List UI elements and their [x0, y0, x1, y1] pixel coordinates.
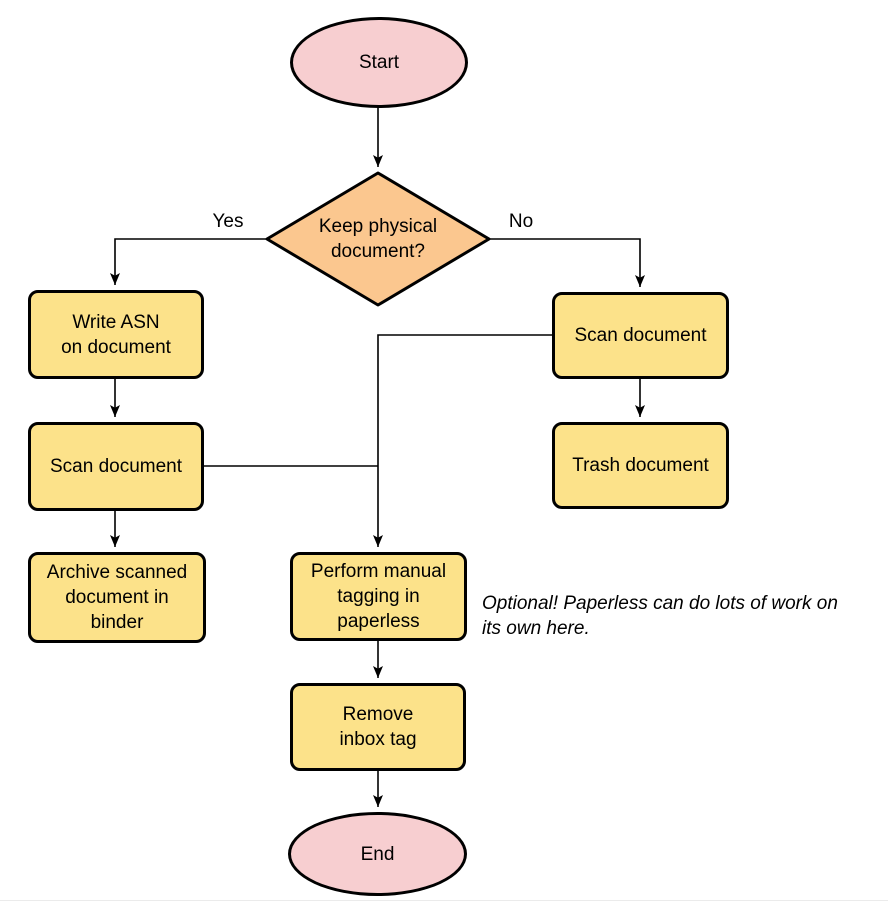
edge-label-yes: Yes: [212, 211, 244, 232]
node-decision-shape: [265, 171, 491, 307]
node-scan-document-right-label: Scan document: [574, 325, 707, 346]
edge-decision-no-to-scan-right: [489, 238, 645, 287]
node-decision-label-box: Keep physical document?: [288, 211, 468, 267]
bottom-divider: [0, 900, 888, 901]
node-perform-tagging: Perform manual tagging in paperless: [290, 552, 467, 641]
edge-decision-yes-to-write-asn: [110, 238, 267, 285]
node-start: Start: [290, 17, 468, 108]
node-perform-tagging-label: Perform manual tagging in paperless: [310, 561, 447, 632]
node-start-label: Start: [358, 52, 400, 73]
node-end-label: End: [360, 843, 395, 865]
annotation-optional-note: Optional! Paperless can do lots of work …: [482, 593, 838, 639]
node-end: End: [288, 812, 467, 896]
node-trash-document: Trash document: [552, 422, 729, 509]
node-remove-inbox-tag: Remove inbox tag: [290, 683, 466, 771]
node-trash-document-label: Trash document: [572, 455, 709, 476]
node-write-asn-label: Write ASN on document: [61, 311, 171, 358]
node-scan-document-right: Scan document: [552, 292, 729, 379]
node-archive-scanned: Archive scanned document in binder: [28, 552, 206, 643]
node-scan-document-left: Scan document: [28, 422, 204, 511]
node-decision-label: Keep physical document?: [318, 216, 438, 262]
edge-label-no: No: [508, 211, 534, 232]
node-write-asn: Write ASN on document: [28, 290, 204, 379]
node-scan-document-left-label: Scan document: [49, 456, 183, 477]
node-remove-inbox-tag-label: Remove inbox tag: [339, 704, 417, 750]
node-archive-scanned-label: Archive scanned document in binder: [46, 562, 188, 633]
edge-scan-right-to-perform-tagging: [373, 334, 553, 547]
